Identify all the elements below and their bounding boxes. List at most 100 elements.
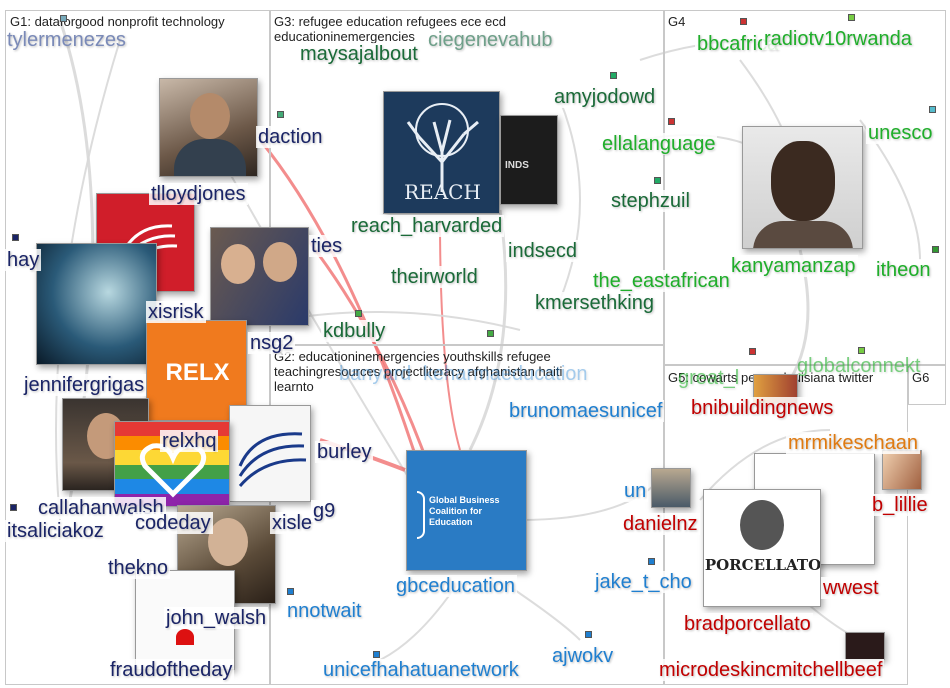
jennifergrigas-photo — [36, 243, 157, 365]
node-dot — [932, 246, 939, 253]
node-dot — [60, 15, 67, 22]
node-label: g9 — [311, 500, 337, 522]
node-label: mrmikeschaan — [786, 432, 920, 454]
shirt-shape — [174, 139, 246, 177]
node-dot — [610, 72, 617, 79]
node-label: globalconnekt — [795, 355, 922, 377]
node-label: wwest — [821, 577, 881, 599]
group-g4-title: G4 — [668, 14, 685, 29]
node-label: john_walsh — [164, 607, 268, 629]
node-label: nnotwait — [285, 600, 364, 622]
node-label: codeday — [133, 512, 213, 534]
node-label: itsaliciakoz — [5, 520, 106, 542]
node-label: kmersethking — [533, 292, 656, 314]
node-dot — [355, 310, 362, 317]
inds-logo-text: INDS — [505, 160, 529, 171]
kanyamanzap-avatar — [742, 126, 863, 249]
node-label: maysajalbout — [298, 43, 420, 65]
node-label: banyard — [337, 363, 413, 385]
node-dot — [648, 558, 655, 565]
node-label: ajwokv — [550, 645, 615, 667]
node-dot — [287, 588, 294, 595]
gbce-logo-text: Global Business Coalition for Education — [429, 495, 519, 528]
node-label: unicefhahatuanetwork — [321, 659, 521, 681]
node-label: b_lillie — [870, 494, 930, 516]
nsg2-photo — [210, 227, 309, 326]
node-label: hay — [5, 249, 41, 271]
node-label: jennifergrigas — [22, 374, 146, 396]
node-label: keharmaeducation — [421, 363, 590, 385]
node-label: ties — [309, 235, 344, 257]
node-dot — [277, 111, 284, 118]
node-label: radiotv10rwanda — [762, 28, 914, 50]
node-label: kdbully — [321, 320, 387, 342]
node-label: indsecd — [506, 240, 579, 262]
node-label: danielnz — [621, 513, 700, 535]
node-label: brunomaesunicef — [507, 400, 664, 422]
node-label: fraudoftheday — [108, 659, 234, 681]
xisle-logo — [229, 405, 311, 502]
node-label: bnibuildingnews — [689, 397, 835, 419]
node-dot — [929, 106, 936, 113]
node-label: burley — [315, 441, 373, 463]
node-label: kanyamanzap — [729, 255, 858, 277]
node-dot — [740, 18, 747, 25]
node-label: daction — [256, 126, 325, 148]
reach-logo-text: REACH — [384, 180, 500, 204]
node-dot — [585, 631, 592, 638]
node-label: xisle — [270, 512, 314, 534]
node-dot — [654, 177, 661, 184]
node-label: tlloydjones — [149, 183, 248, 205]
b_lillie-photo — [882, 450, 922, 490]
shirt-shape — [753, 221, 853, 249]
face-shape — [771, 141, 835, 221]
node-label: unesco — [866, 122, 935, 144]
node-label: great_l — [676, 367, 741, 389]
node-label: xisrisk — [146, 301, 206, 323]
node-label: microdeskincmitchellbeef — [657, 659, 884, 681]
node-label: itheon — [874, 259, 933, 281]
face-shape — [190, 93, 230, 139]
node-dot — [487, 330, 494, 337]
node-label: theirworld — [389, 266, 480, 288]
node-label: tylermenezes — [5, 29, 128, 51]
node-label: the_eastafrican — [591, 270, 732, 292]
node-label: jake_t_cho — [593, 571, 694, 593]
node-dot — [373, 651, 380, 658]
swirl-icon — [230, 406, 311, 502]
porcellato-logo-text: PORCELLATO — [704, 556, 821, 574]
node-label: thekno — [106, 557, 170, 579]
face-shape — [740, 500, 784, 550]
mitchellbeef-logo — [845, 632, 885, 660]
node-label: amyjodowd — [552, 86, 657, 108]
node-dot — [858, 347, 865, 354]
node-label: bradporcellato — [682, 613, 813, 635]
indsecd-logo: INDS — [500, 115, 558, 205]
face-shape — [221, 244, 255, 284]
node-label: stephzuil — [609, 190, 692, 212]
node-dot — [848, 14, 855, 21]
node-label: reach_harvarded — [349, 215, 504, 237]
node-label: nsg2 — [248, 332, 295, 354]
reach-logo: REACH — [383, 91, 500, 214]
group-g1-title: G1: dataforgood nonprofit technology — [10, 14, 230, 29]
porcellato-logo: PORCELLATO — [703, 489, 821, 607]
node-label: ellalanguage — [600, 133, 717, 155]
node-label: ciegenevahub — [426, 29, 555, 51]
danielnz-photo — [651, 468, 691, 508]
node-label: relxhq — [160, 430, 218, 452]
node-dot — [668, 118, 675, 125]
node-label: un — [622, 480, 648, 502]
node-dot — [10, 504, 17, 511]
relx-logo-text: RELX — [147, 359, 247, 387]
gbceducation-logo: Global Business Coalition for Education — [406, 450, 527, 571]
node-label: gbceducation — [394, 575, 517, 597]
face-shape — [208, 518, 248, 566]
brace-icon — [417, 491, 425, 539]
node-dot — [749, 348, 756, 355]
node-dot — [12, 234, 19, 241]
tlloydjones-avatar — [159, 78, 258, 177]
heart-icon — [176, 629, 194, 645]
face-shape — [263, 242, 297, 282]
